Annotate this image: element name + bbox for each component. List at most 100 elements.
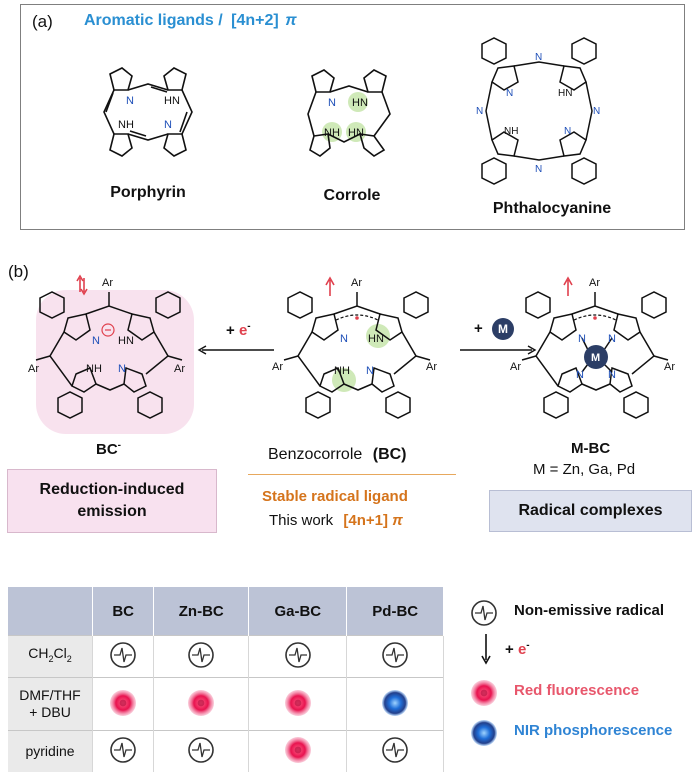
nir-phosphorescence-icon	[381, 689, 409, 717]
svg-text:NH: NH	[324, 127, 340, 139]
state-cell	[347, 731, 444, 772]
svg-text:N: N	[92, 335, 100, 347]
radical-icon	[381, 641, 409, 669]
state-cell	[154, 636, 249, 678]
svg-text:Ar: Ar	[510, 361, 521, 373]
table-row: CH2Cl2	[8, 636, 444, 678]
radical-icon	[109, 736, 137, 764]
svg-text:N: N	[366, 365, 374, 377]
svg-text:N: N	[506, 88, 513, 99]
svg-text:N: N	[535, 164, 542, 175]
radical-icon	[284, 641, 312, 669]
reduction-arrow	[196, 344, 276, 356]
state-cell	[347, 636, 444, 678]
radical-icon	[381, 736, 409, 764]
svg-text:N: N	[535, 52, 542, 63]
state-cell	[93, 678, 154, 731]
svg-text:HN: HN	[352, 97, 368, 109]
legend-radical-label: Non-emissive radical	[514, 602, 664, 619]
state-cell	[93, 731, 154, 772]
svg-text:Ar: Ar	[174, 363, 185, 375]
legend-red-icon	[470, 679, 498, 712]
svg-text:HN: HN	[368, 333, 384, 345]
svg-text:HN: HN	[118, 335, 134, 347]
svg-text:N: N	[476, 106, 483, 117]
phthalocyanine-name: Phthalocyanine	[482, 200, 622, 218]
red-fluorescence-icon	[284, 736, 312, 764]
svg-text:Ar: Ar	[102, 277, 113, 289]
red-fluorescence-icon	[109, 689, 137, 717]
svg-text:N: N	[608, 333, 616, 345]
legend-radical-icon	[470, 599, 498, 632]
table-row: DMF/THF+ DBU	[8, 678, 444, 731]
table-corner	[8, 587, 93, 636]
state-cell	[249, 731, 347, 772]
emission-table: BC Zn-BC Ga-BC Pd-BC CH2Cl2 DMF/THF+ DBU	[8, 587, 444, 772]
state-cell	[93, 636, 154, 678]
state-cell	[249, 636, 347, 678]
solvent-cell: DMF/THF+ DBU	[8, 678, 93, 731]
column-header: Pd-BC	[347, 587, 444, 636]
svg-text:Ar: Ar	[426, 361, 437, 373]
svg-text:N: N	[593, 106, 600, 117]
panel-a-title: Aromatic ligands / [4n+2] π	[84, 12, 297, 30]
legend-red-label: Red fluorescence	[514, 682, 639, 699]
radical-icon	[470, 599, 498, 627]
porphyrin-name: Porphyrin	[98, 184, 198, 202]
svg-text:HN: HN	[164, 95, 180, 107]
svg-text:HN: HN	[348, 127, 364, 139]
svg-text:Ar: Ar	[351, 277, 362, 289]
reduction-reagent: + e-	[226, 321, 251, 339]
table-header-row: BC Zn-BC Ga-BC Pd-BC	[8, 587, 444, 636]
svg-text:N: N	[576, 369, 584, 381]
bc-anion-structure: Ar Ar Ar N HN NH N	[28, 268, 198, 438]
red-fluorescence-icon	[284, 689, 312, 717]
metal-benzocorrole-structure: M Ar Ar Ar N N N N	[508, 274, 688, 444]
radical-icon	[187, 736, 215, 764]
svg-text:N: N	[328, 97, 336, 109]
state-cell	[347, 678, 444, 731]
state-cell	[154, 678, 249, 731]
nir-phosphorescence-icon	[470, 719, 498, 747]
metal-reagent: +	[474, 320, 483, 337]
svg-text:HN: HN	[558, 88, 572, 99]
divider-line	[248, 474, 456, 475]
metal-center-label: M	[591, 352, 600, 364]
svg-text:NH: NH	[334, 365, 350, 377]
mbc-metals: M = Zn, Ga, Pd	[533, 461, 635, 478]
phthalocyanine-structure: N N N N N HN NH N	[460, 32, 620, 192]
svg-text:N: N	[340, 333, 348, 345]
svg-text:NH: NH	[118, 119, 134, 131]
state-cell	[249, 678, 347, 731]
svg-text:Ar: Ar	[589, 277, 600, 289]
porphyrin-structure: N HN NH N	[88, 60, 208, 170]
svg-text:N: N	[118, 363, 126, 375]
solvent-cell: pyridine	[8, 731, 93, 772]
svg-text:N: N	[164, 119, 172, 131]
bc-label: Benzocorrole (BC)	[268, 446, 407, 464]
svg-text:Ar: Ar	[28, 363, 39, 375]
panel-b-label: (b)	[8, 262, 29, 282]
benzocorrole-structure: Ar Ar Ar N HN NH N	[266, 274, 456, 454]
corrole-structure: N HN NH HN	[298, 62, 408, 162]
table-row: pyridine	[8, 731, 444, 772]
radical-complexes-box: Radical complexes	[489, 490, 692, 532]
svg-text:N: N	[578, 333, 586, 345]
state-cell	[154, 731, 249, 772]
column-header: Zn-BC	[154, 587, 249, 636]
column-header: Ga-BC	[249, 587, 347, 636]
radical-icon	[187, 641, 215, 669]
svg-text:N: N	[564, 126, 571, 137]
legend-nir-icon	[470, 719, 498, 752]
mbc-label: M-BC	[571, 440, 610, 457]
solvent-cell: CH2Cl2	[8, 636, 93, 678]
this-work-label: This work [4n+1] π	[269, 512, 403, 529]
corrole-name: Corrole	[302, 187, 402, 205]
bc-anion-label: BC-	[96, 440, 121, 458]
svg-text:N: N	[608, 369, 616, 381]
svg-text:Ar: Ar	[664, 361, 675, 373]
svg-text:NH: NH	[504, 126, 518, 137]
svg-text:N: N	[126, 95, 134, 107]
svg-text:NH: NH	[86, 363, 102, 375]
